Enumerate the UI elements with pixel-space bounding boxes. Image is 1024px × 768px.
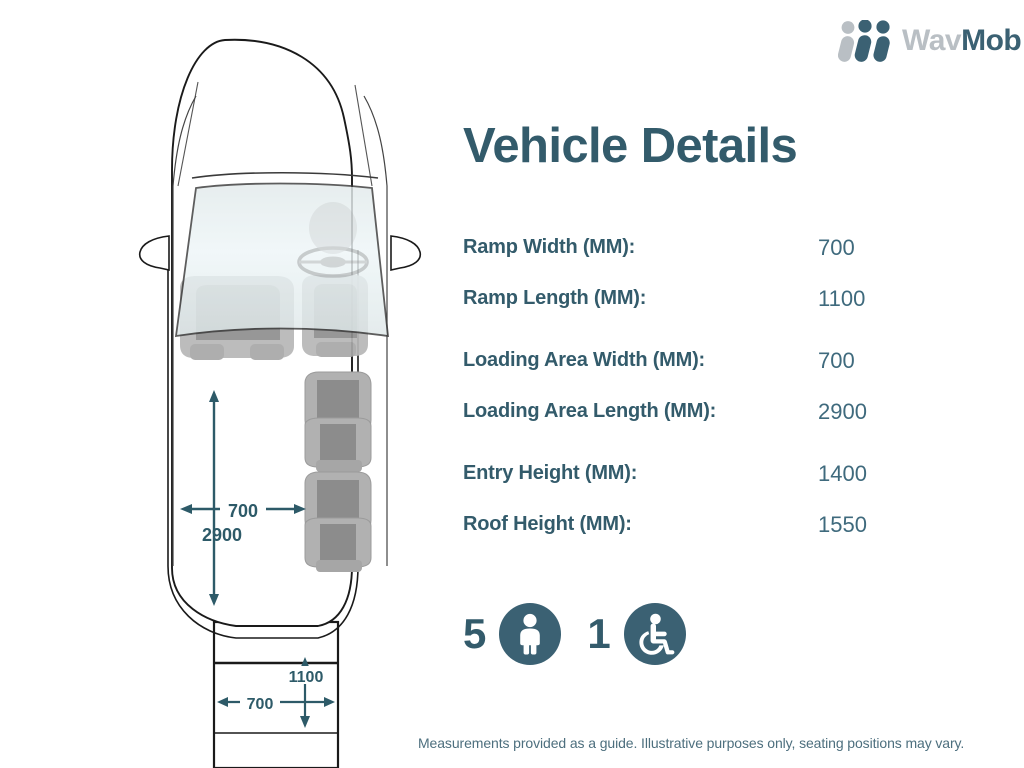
logo-text-wav: Wav (902, 24, 962, 57)
dimension-loading-area-length (209, 390, 219, 606)
spec-value-ramp-length: 1100 (818, 285, 866, 311)
dimension-label-loading-width: 700 (228, 501, 258, 521)
vehicle-specs-list: Ramp Width (MM): 700 Ramp Length (MM): 1… (463, 222, 903, 550)
spec-row-entry-height: Entry Height (MM): 1400 (463, 448, 903, 499)
spec-row-ramp-width: Ramp Width (MM): 700 (463, 222, 903, 273)
spec-row-roof-height: Roof Height (MM): 1550 (463, 499, 903, 550)
seated-capacity-count: 5 (463, 610, 487, 657)
side-mirror-left (138, 235, 170, 271)
spec-label-loading-area-width: Loading Area Width (MM): (463, 349, 706, 371)
spec-value-entry-height: 1400 (818, 460, 867, 486)
seat-middle-right (304, 371, 372, 472)
spec-label-loading-area-length: Loading Area Length (MM): (463, 400, 717, 422)
spec-value-loading-area-width: 700 (818, 347, 855, 373)
wavmob-logo[interactable]: WavMob (837, 18, 1022, 64)
dimension-label-loading-length: 2900 (202, 525, 242, 545)
spec-label-ramp-length: Ramp Length (MM): (463, 287, 647, 309)
disclaimer-text: Measurements provided as a guide. Illust… (418, 735, 965, 751)
spec-label-entry-height: Entry Height (MM): (463, 462, 638, 484)
page-title: Vehicle Details (463, 119, 798, 173)
dimension-label-ramp-width: 700 (247, 696, 274, 713)
capacity-summary: 5 1 (463, 598, 686, 670)
dimension-ramp-width (217, 692, 335, 712)
spec-row-loading-area-width: Loading Area Width (MM): 700 (463, 335, 903, 386)
dimension-loading-area-width (180, 498, 306, 520)
wavmob-wordmark: WavMob (902, 24, 1022, 58)
side-mirror-right (390, 235, 422, 271)
windscreen-glass (174, 171, 390, 338)
person-icon (499, 603, 562, 665)
dimension-label-ramp-length: 1100 (289, 669, 324, 686)
logo-text-mob: Mob (961, 24, 1022, 57)
vehicle-top-down-diagram: 700 2900 700 1100 (0, 0, 450, 768)
dimension-ramp-length (284, 657, 328, 728)
steering-wheel-icon (297, 202, 369, 278)
wheelchair-icon (623, 603, 686, 665)
spec-label-ramp-width: Ramp Width (MM): (463, 236, 636, 258)
spec-value-roof-height: 1550 (818, 511, 867, 537)
body-side-panels (172, 95, 388, 566)
wavmob-people-logo-icon (837, 19, 896, 62)
spec-row-ramp-length: Ramp Length (MM): 1100 (463, 273, 903, 324)
spec-label-roof-height: Roof Height (MM): (463, 513, 632, 535)
spec-row-loading-area-length: Loading Area Length (MM): 2900 (463, 386, 903, 437)
wheelchair-capacity-count: 1 (587, 610, 611, 657)
seat-rear-right (304, 471, 372, 572)
spec-value-loading-area-length: 2900 (818, 398, 867, 424)
spec-value-ramp-width: 700 (818, 234, 855, 260)
